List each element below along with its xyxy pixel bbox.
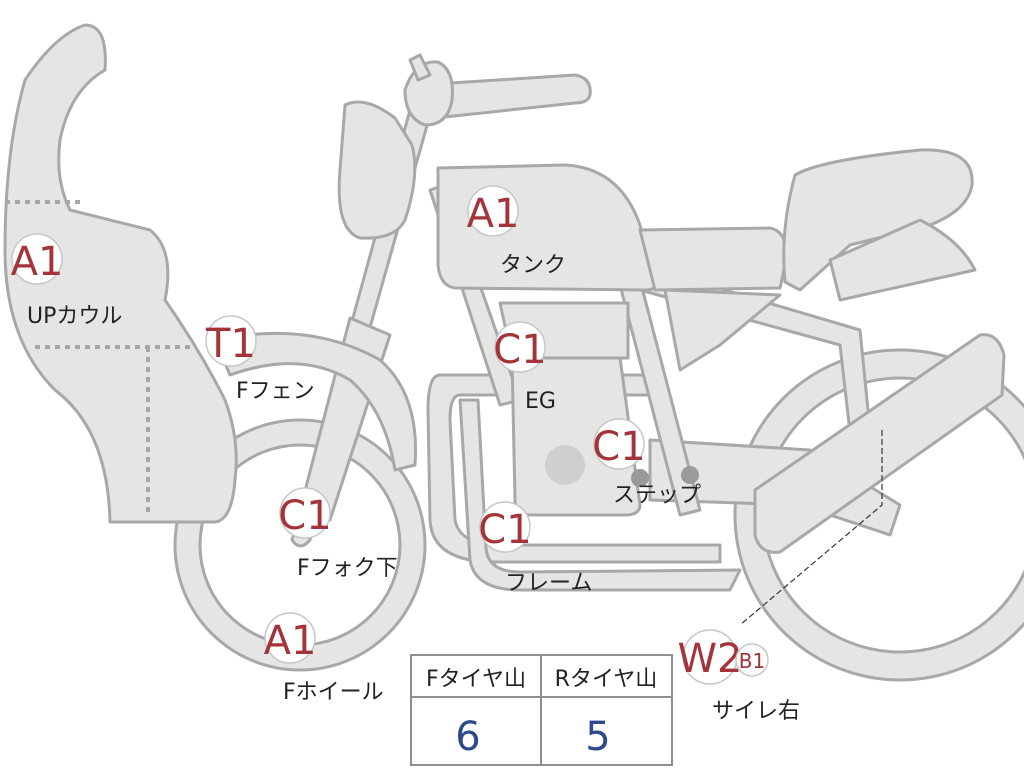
motorcycle-illustration [3, 23, 1024, 682]
muffler-leader-line [739, 430, 883, 626]
rear-tire-value: 5 [585, 714, 610, 760]
badge-f-fork-lower: C1 Fフォク下 [278, 487, 398, 581]
badge-circle-sub [735, 643, 769, 677]
badge-circle [279, 487, 331, 539]
badge-circle [205, 315, 257, 367]
badge-engine: C1 EG [493, 321, 556, 414]
grade-engine: C1 [493, 327, 546, 373]
badge-circle [467, 185, 519, 237]
headlight [337, 100, 417, 240]
upper-cowl [3, 23, 238, 524]
badge-circle [494, 321, 546, 373]
label-muffler-right: サイレ右 [712, 699, 800, 724]
grade-frame: C1 [478, 507, 531, 553]
badge-f-wheel: A1 Fホイール [264, 612, 384, 705]
badge-frame: C1 フレーム [478, 501, 592, 596]
label-f-fender: Fフェン [236, 379, 315, 404]
front-tire-value: 6 [455, 714, 480, 760]
label-tank: タンク [500, 253, 566, 278]
grade-f-fork-lower: C1 [278, 493, 331, 539]
seat [782, 148, 974, 292]
badge-f-fender: T1 Fフェン [205, 315, 315, 404]
grade-muffler-right: W2 [678, 636, 743, 682]
grade-muffler-right-sub: B1 [739, 649, 765, 673]
label-frame: フレーム [505, 571, 592, 596]
badge-circle [264, 612, 316, 664]
badge-step: C1 ステップ [592, 418, 701, 508]
frame-tubes [426, 373, 722, 564]
tire-tread-table: Fタイヤ山 Rタイヤ山 6 5 [410, 654, 673, 766]
rear-tire-header: Rタイヤ山 [555, 667, 658, 692]
badge-up-cowl: A1 UPカウル [11, 233, 122, 329]
grade-f-wheel: A1 [264, 618, 317, 664]
badge-circle [11, 233, 63, 285]
front-tire-header: Fタイヤ山 [426, 667, 526, 692]
muffler [753, 333, 1006, 554]
grade-up-cowl: A1 [11, 239, 64, 285]
badge-circle [479, 501, 531, 553]
badge-tank: A1 タンク [467, 185, 566, 278]
label-f-wheel: Fホイール [283, 680, 384, 705]
front-fender [213, 331, 418, 472]
label-engine: EG [525, 389, 556, 414]
grade-tank: A1 [467, 191, 520, 237]
label-up-cowl: UPカウル [27, 304, 122, 329]
label-f-fork-lower: Fフォク下 [297, 556, 398, 581]
badge-circle [593, 418, 645, 470]
label-step: ステップ [613, 483, 701, 508]
badge-muffler-right: W2 B1 サイレ右 [678, 629, 800, 724]
grade-f-fender: T1 [205, 321, 256, 367]
grade-step: C1 [592, 424, 645, 470]
